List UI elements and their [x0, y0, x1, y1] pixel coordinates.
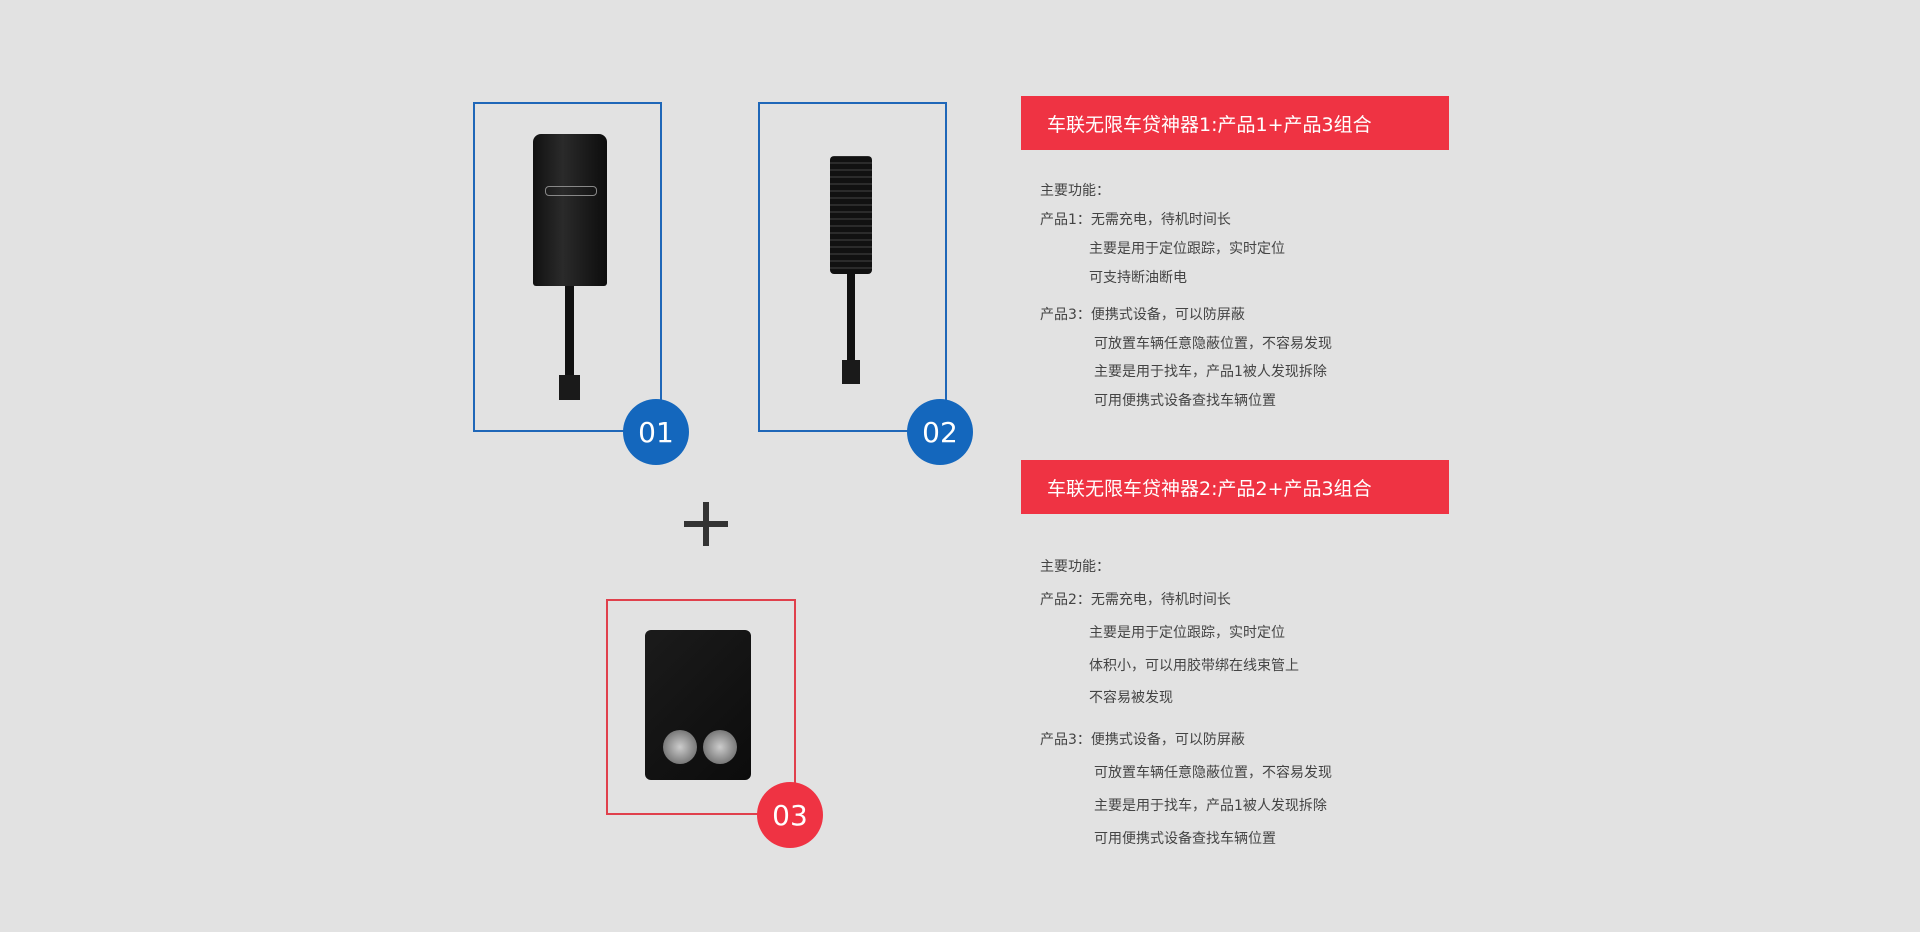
lens-icon: [663, 730, 697, 764]
combo-2-line: 可放置车辆任意隐蔽位置，不容易发现: [1094, 765, 1332, 781]
product-2-device-image: [830, 156, 872, 274]
product-1-connector: [559, 375, 580, 400]
combo-1-line: 主要是用于定位跟踪，实时定位: [1089, 241, 1285, 257]
product-2-badge: 02: [907, 399, 973, 465]
combo-1-line: 主要是用于找车，产品1被人发现拆除: [1094, 364, 1327, 380]
product-1-frame: [473, 102, 662, 432]
combo-2-heading: 主要功能：: [1040, 559, 1110, 575]
combo-2-title: 车联无限车贷神器2:产品2+产品3组合: [1021, 460, 1449, 514]
product-2-cable: [847, 274, 855, 364]
combo-2-line: 产品2：无需充电，待机时间长: [1040, 592, 1231, 608]
product-2-frame: [758, 102, 947, 432]
product-1-cable: [565, 286, 574, 381]
combo-1-line: 产品3：便携式设备，可以防屏蔽: [1040, 307, 1245, 323]
combo-1-title: 车联无限车贷神器1:产品1+产品3组合: [1021, 96, 1449, 150]
combo-1-line: 可放置车辆任意隐蔽位置，不容易发现: [1094, 336, 1332, 352]
product-1-device-image: [533, 134, 607, 286]
combo-1-line: 产品1：无需充电，待机时间长: [1040, 212, 1231, 228]
product-3-frame: [606, 599, 796, 815]
combo-2-line: 产品3：便携式设备，可以防屏蔽: [1040, 732, 1245, 748]
product-3-device-image: [645, 630, 751, 780]
product-1-logo: [545, 186, 597, 196]
combo-2-line: 主要是用于找车，产品1被人发现拆除: [1094, 798, 1327, 814]
combo-1-line: 可用便携式设备查找车辆位置: [1094, 393, 1276, 409]
combo-1-line: 可支持断油断电: [1089, 270, 1187, 286]
combo-1-heading: 主要功能：: [1040, 183, 1110, 199]
product-1-badge: 01: [623, 399, 689, 465]
combo-2-line: 不容易被发现: [1089, 690, 1173, 706]
product-2-connector: [842, 360, 860, 384]
lens-icon: [703, 730, 737, 764]
plus-icon: [684, 502, 728, 546]
combo-2-line: 可用便携式设备查找车辆位置: [1094, 831, 1276, 847]
product-3-badge: 03: [757, 782, 823, 848]
combo-2-line: 主要是用于定位跟踪，实时定位: [1089, 625, 1285, 641]
combo-2-line: 体积小，可以用胶带绑在线束管上: [1089, 658, 1299, 674]
